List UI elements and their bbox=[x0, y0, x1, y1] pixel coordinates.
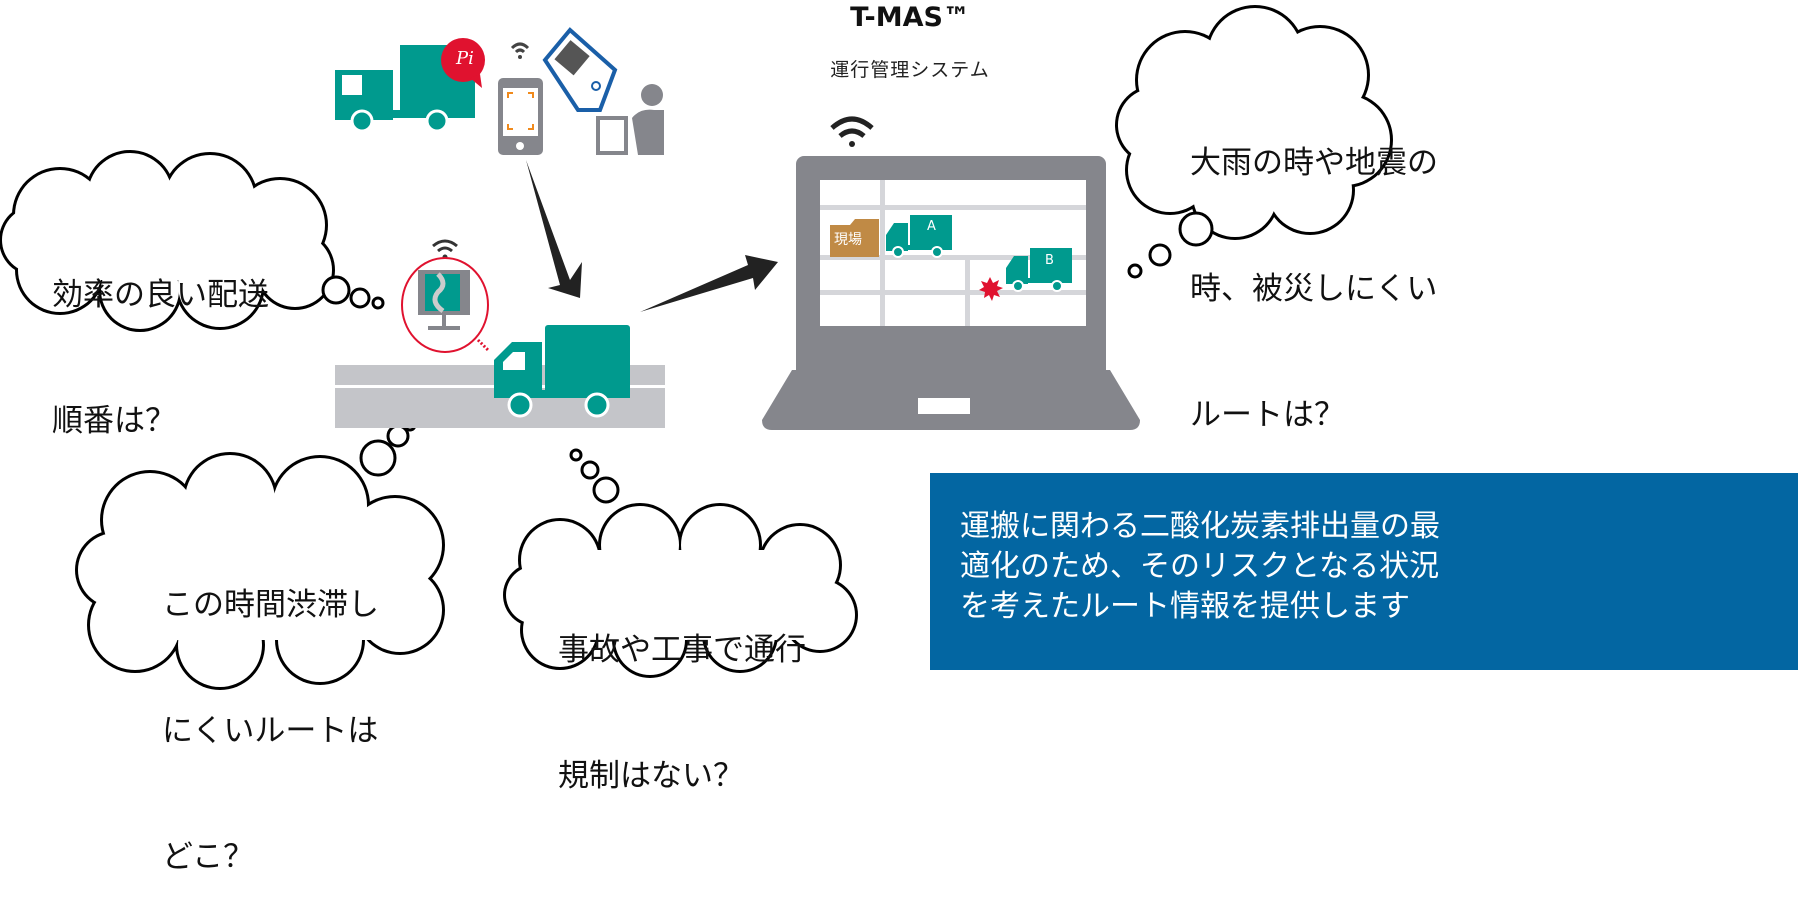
text-line: 大雨の時や地震の bbox=[1190, 145, 1438, 181]
product-subtitle: 運行管理システム bbox=[830, 59, 990, 81]
truck-b-icon bbox=[1006, 248, 1072, 292]
text-line: 効率の良い配送 bbox=[52, 277, 269, 313]
qr-tag-icon bbox=[542, 27, 618, 112]
text-line: この時間渋滞し bbox=[162, 587, 379, 623]
cloud-restriction-text: 事故や工事で通行 規制はない？ bbox=[558, 545, 806, 839]
arrow-right-icon bbox=[640, 255, 778, 312]
truck-a-label: A bbox=[927, 219, 936, 234]
delivery-worker-icon bbox=[596, 84, 664, 155]
text-line: 規制はない？ bbox=[558, 758, 744, 794]
cloud-disaster bbox=[1115, 5, 1393, 279]
smartphone-scan-icon bbox=[498, 42, 543, 155]
incident-icon bbox=[979, 277, 1003, 301]
cloud-efficiency bbox=[0, 150, 385, 332]
truck-a-icon bbox=[886, 215, 952, 258]
pi-badge-label: Pi bbox=[456, 48, 474, 69]
text-line: 事故や工事で通行 bbox=[558, 632, 806, 668]
truck-road-icon bbox=[494, 325, 630, 418]
site-marker bbox=[830, 219, 879, 257]
navigation-monitor-icon bbox=[401, 239, 490, 353]
summary-box: 運搬に関わる二酸化炭素排出量の最 適化のため、そのリスクとなる状況 を考えたルー… bbox=[930, 473, 1798, 670]
cloud-disaster-text: 大雨の時や地震の 時、被災しにくい ルートは？ bbox=[1190, 58, 1438, 478]
text-line: 順番は？ bbox=[52, 403, 176, 439]
cloud-efficiency-text: 効率の良い配送 順番は？ bbox=[52, 190, 269, 484]
cloud-congestion-text: この時間渋滞し にくいルートは どこ？ bbox=[162, 500, 379, 920]
text-line: どこ？ bbox=[162, 839, 255, 875]
arrow-down-icon bbox=[526, 160, 582, 298]
summary-line: 適化のため、そのリスクとなる状況 bbox=[960, 549, 1440, 584]
summary-line: を考えたルート情報を提供します bbox=[960, 589, 1410, 624]
text-line: 時、被災しにくい bbox=[1190, 271, 1438, 307]
product-title: T-MAS™ bbox=[850, 2, 970, 33]
summary-line: 運搬に関わる二酸化炭素排出量の最 bbox=[960, 509, 1440, 544]
site-label: 現場 bbox=[834, 232, 862, 248]
pi-badge-icon bbox=[441, 38, 485, 88]
truck-top-icon bbox=[335, 45, 475, 133]
cloud-restriction bbox=[503, 448, 858, 678]
truck-b-label: B bbox=[1045, 253, 1054, 268]
text-line: ルートは？ bbox=[1190, 397, 1345, 433]
laptop-icon bbox=[762, 156, 1140, 430]
cloud-congestion bbox=[75, 418, 445, 690]
text-line: にくいルートは bbox=[162, 713, 379, 749]
diagram-graphics bbox=[0, 5, 1393, 690]
wifi-icon bbox=[830, 116, 874, 147]
